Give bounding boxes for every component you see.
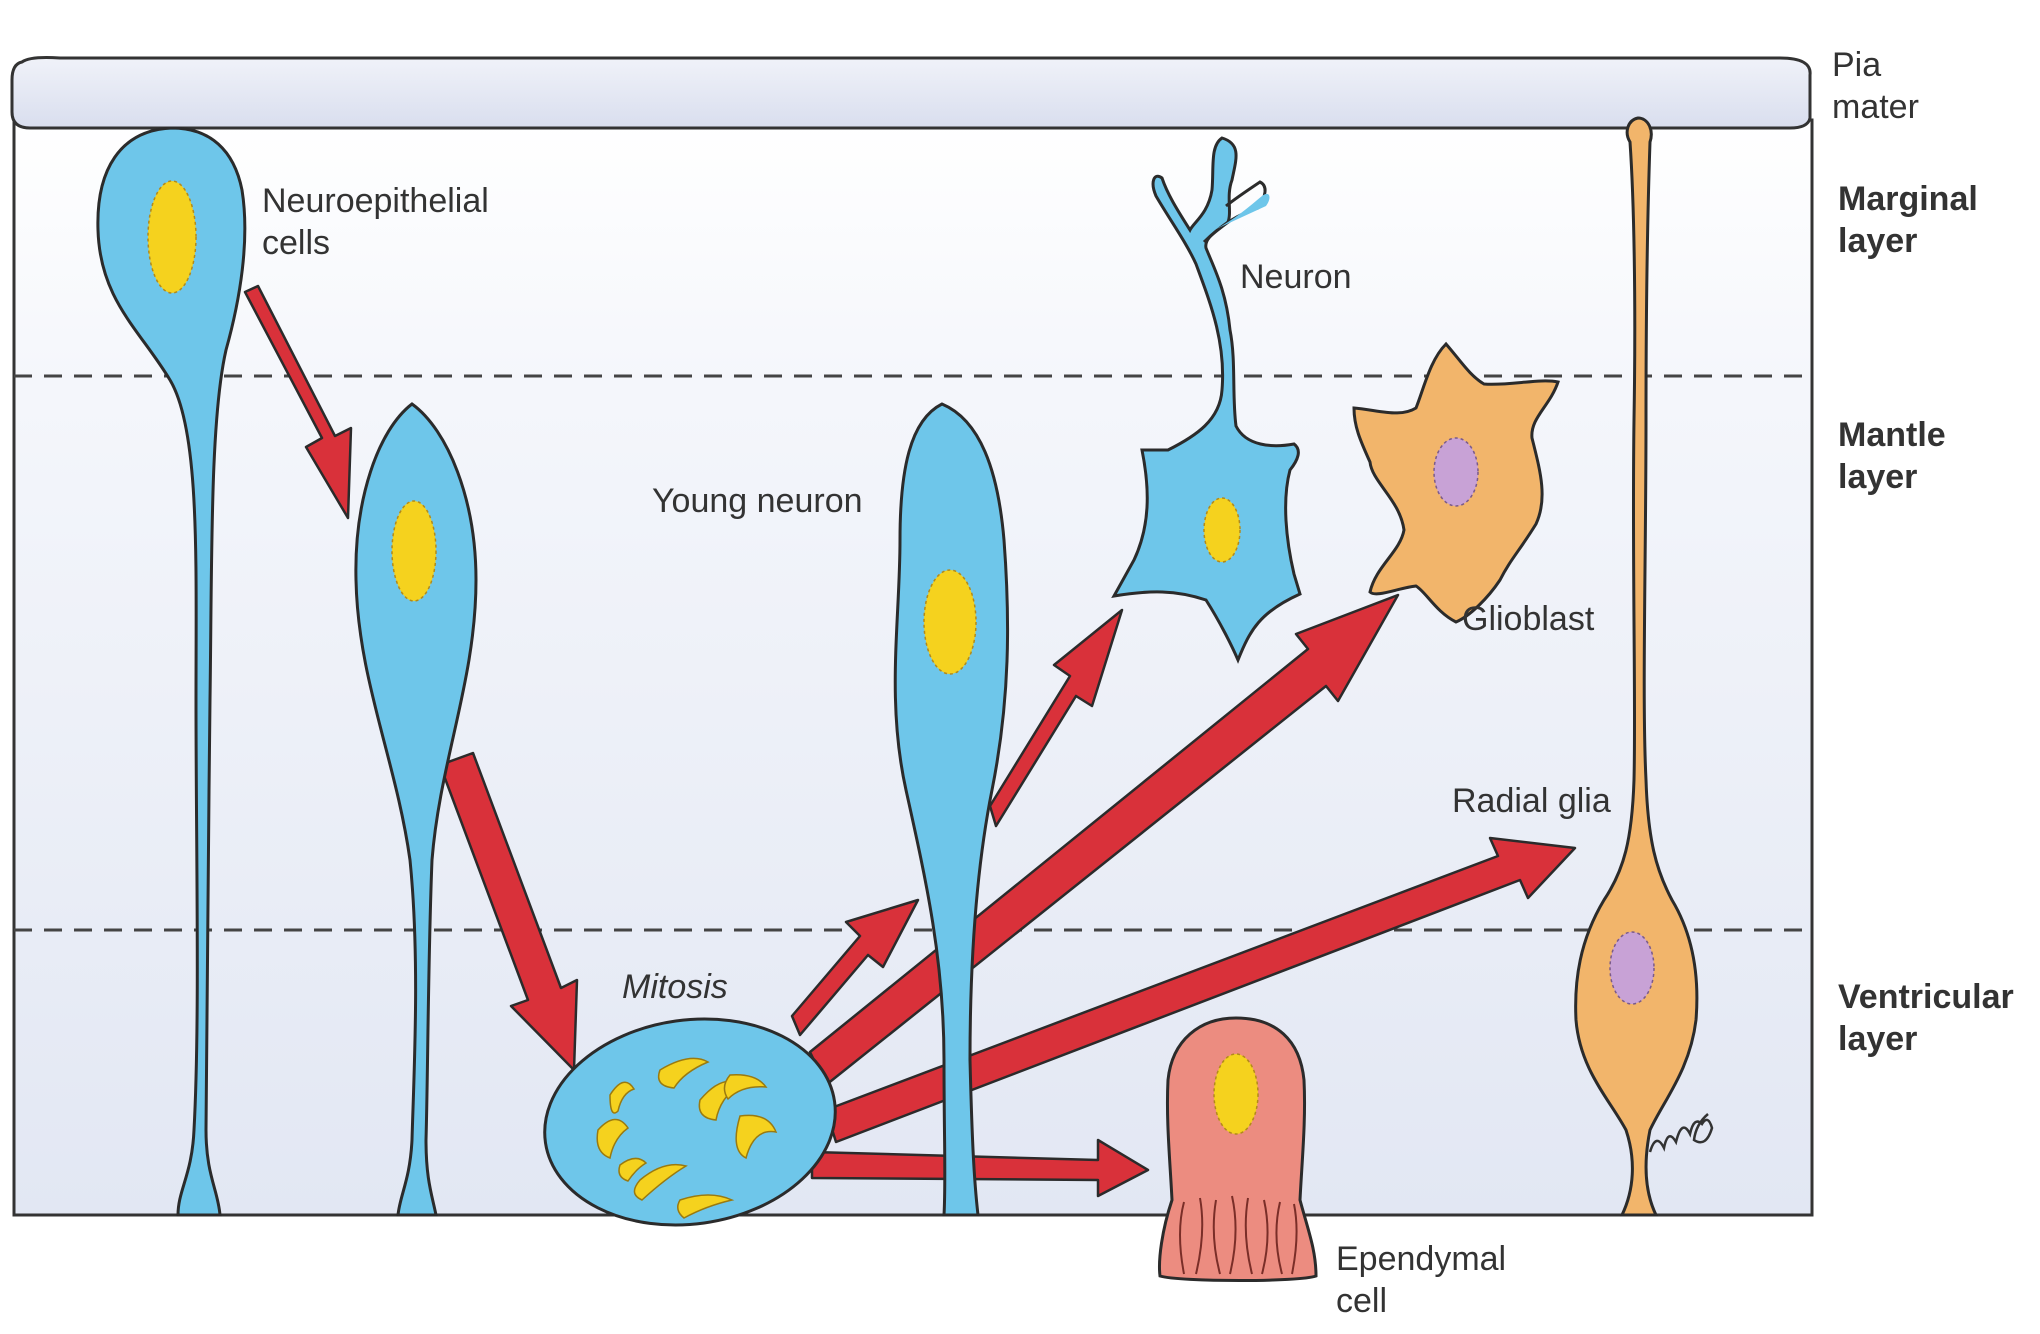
neuroepithelial-cell-1 [96, 126, 247, 1217]
arrow-young-neuron-to-neuron [988, 608, 1124, 828]
neuroepithelial-cell-2 [354, 402, 478, 1217]
arrow-elongated-to-mitosis [438, 751, 579, 1072]
radial-glia-cell [1574, 116, 1699, 1217]
neuroepithelial-label-line2: cells [262, 224, 330, 262]
nucleus [1433, 437, 1479, 507]
mitosis-cell [543, 1017, 837, 1227]
neuron-cell [1111, 136, 1302, 664]
chromosomes [596, 1057, 778, 1219]
ventricular-layer-label-line2: layer [1838, 1020, 1917, 1058]
young-neuron-cell [893, 402, 1010, 1217]
mantle-layer-label-line1: Mantle [1838, 416, 1946, 454]
glioblast-label: Glioblast [1462, 600, 1595, 638]
neuroepithelial-label-line1: Neuroepithelial [262, 182, 489, 220]
nucleus [1203, 497, 1241, 563]
nucleus [1213, 1053, 1259, 1135]
young-neuron-label: Young neuron [652, 482, 863, 520]
mitosis-label: Mitosis [622, 968, 728, 1006]
arrow-mitosis-to-young-neuron [790, 898, 920, 1037]
ventricular-layer-label-line1: Ventricular [1838, 978, 2014, 1016]
glioblast-cell [1352, 341, 1560, 624]
nucleus [923, 569, 977, 675]
pia-mater-band [10, 56, 1812, 130]
radial-glia-label: Radial glia [1452, 782, 1611, 820]
arrow-mitosis-to-radial-glia [824, 836, 1577, 1144]
ependymal-label-line2: cell [1336, 1282, 1387, 1320]
arrow-mitosis-to-ependymal [810, 1138, 1150, 1198]
mantle-layer-label-line2: layer [1838, 458, 1917, 496]
marginal-layer-label-line2: layer [1838, 222, 1917, 260]
cilia [1179, 1195, 1298, 1275]
pia-mater-label-line2: mater [1832, 88, 1919, 126]
neuron-label: Neuron [1240, 258, 1352, 296]
ependymal-cell [1158, 1016, 1318, 1282]
ependymal-label-line1: Ependymal [1336, 1240, 1506, 1278]
pia-mater-label-line1: Pia [1832, 46, 1881, 84]
marginal-layer-label-line1: Marginal [1838, 180, 1978, 218]
artist-signature [1648, 1113, 1714, 1153]
nucleus [147, 180, 197, 294]
nucleus [391, 500, 437, 602]
text-labels: Pia mater Marginal layer Mantle layer Ve… [262, 46, 2014, 1320]
nucleus [1609, 931, 1655, 1005]
arrow-neuroepithelial-to-elongated [243, 284, 353, 520]
